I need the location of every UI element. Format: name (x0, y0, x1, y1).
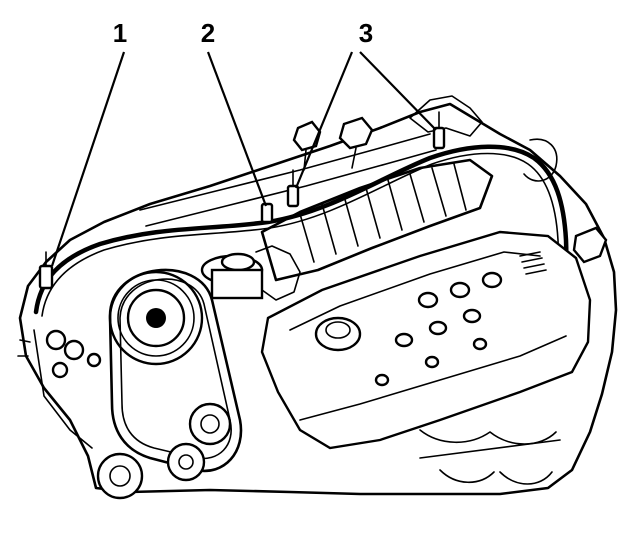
fuel-rail-bolt-left (38, 251, 54, 290)
leader-3b (359, 51, 437, 131)
fuel-rail-bolts-right (286, 111, 446, 208)
intake-manifold (260, 158, 494, 282)
sensor-right (338, 116, 374, 150)
sensor-left (292, 120, 322, 152)
timing-cover (17, 329, 102, 449)
upper-rail (139, 133, 437, 227)
fuel-rail-tube (33, 144, 569, 383)
exhaust-manifold (419, 429, 561, 485)
fuel-rail-bolt-center (260, 202, 274, 224)
leader-3a (294, 51, 354, 189)
reservoir-cap (200, 252, 264, 300)
linkage (255, 245, 301, 301)
leader-2 (206, 51, 268, 207)
callout-3: 3 (359, 18, 373, 48)
callout-2: 2 (201, 18, 215, 48)
leader-1 (50, 51, 126, 267)
serpentine-belt-inner (119, 278, 232, 460)
serpentine-belt (108, 268, 243, 473)
callout-leaders (50, 51, 437, 267)
callout-labels: 1 2 3 (113, 18, 373, 48)
callout-1: 1 (113, 18, 127, 48)
engine-illustration (17, 95, 618, 500)
connector-right (572, 226, 608, 264)
valve-cover (260, 230, 592, 450)
fuel-rail-tube-inner (41, 152, 560, 375)
lower-pulleys (96, 402, 232, 500)
